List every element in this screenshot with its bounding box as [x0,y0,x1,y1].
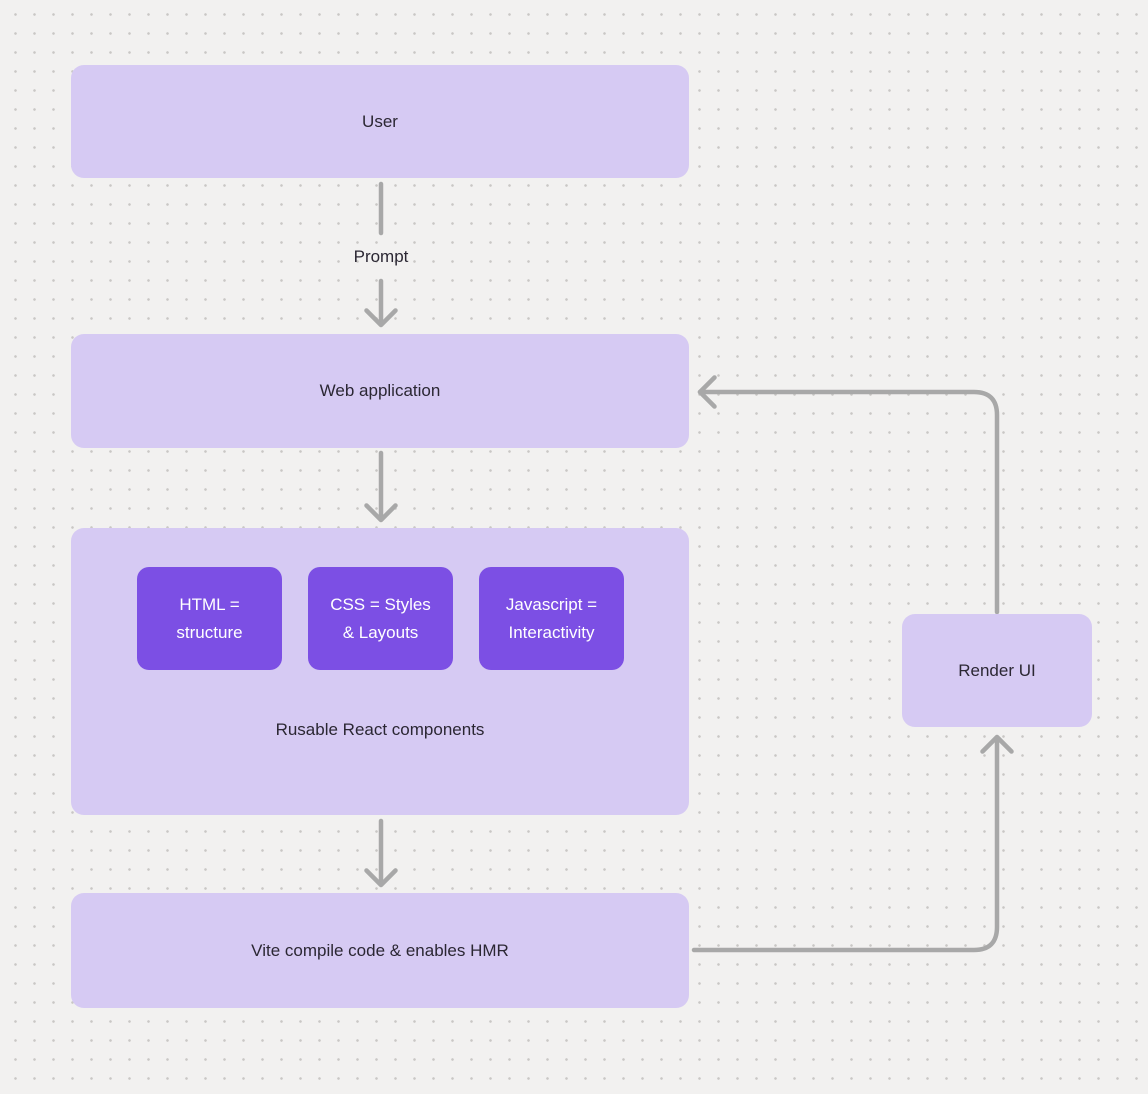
node-vite[interactable]: Vite compile code & enables HMR [71,893,689,1008]
node-user-label: User [362,111,398,131]
node-css[interactable]: CSS = Styles & Layouts [308,567,453,670]
edge-label-prompt: Prompt [353,247,409,266]
node-render-ui-label: Render UI [958,660,1036,680]
node-web-application-label: Web application [319,381,441,400]
node-css-label-line2: & Layouts [342,622,419,642]
node-web-application[interactable]: Web application [71,334,689,448]
arrowhead-down-icon [364,868,398,888]
node-javascript-label-line2: Interactivity [508,622,595,642]
node-user[interactable]: User [71,65,689,178]
node-html[interactable]: HTML = structure [137,567,282,670]
edge-webapp-to-components [364,450,398,523]
arrowhead-down-icon [364,503,398,523]
node-html-label-line1: HTML = [179,594,240,614]
arrowhead-left-icon [697,375,717,409]
edge-line [691,738,1000,953]
node-javascript-label-line1: Javascript = [505,594,598,614]
arrowhead-up-icon [980,734,1014,754]
node-vite-label: Vite compile code & enables HMR [251,940,509,960]
arrowhead-down-icon [364,308,398,328]
node-render-ui[interactable]: Render UI [902,614,1092,727]
node-html-label-line2: structure [176,622,243,642]
edge-vite-to-renderui [691,734,1014,953]
edge-user-to-webapp [364,181,398,328]
components-group-caption: Rusable React components [275,720,485,739]
node-css-label-line1: CSS = Styles [330,594,431,614]
edge-components-to-vite [364,818,398,888]
node-javascript[interactable]: Javascript = Interactivity [479,567,624,670]
edge-line [697,389,1000,615]
edge-renderui-to-webapp [697,375,1000,615]
node-components-group[interactable]: HTML = structure CSS = Styles & Layouts … [71,528,689,815]
